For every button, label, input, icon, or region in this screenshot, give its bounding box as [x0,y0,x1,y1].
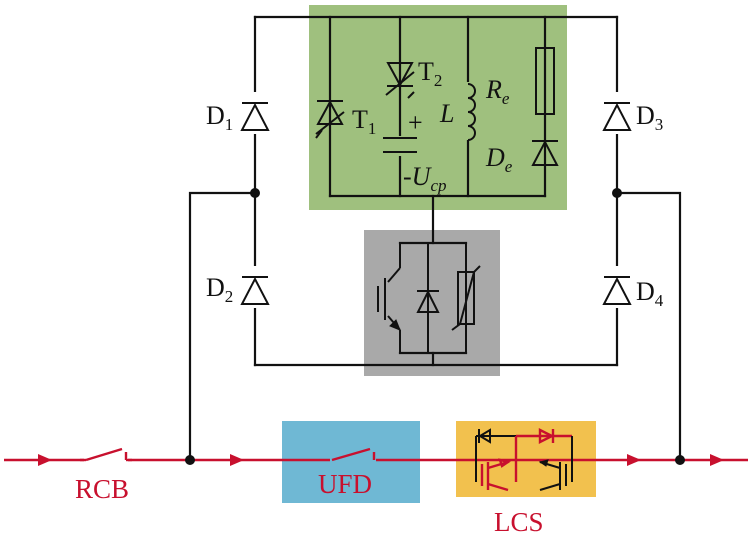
lcs-label: LCS [494,507,544,534]
ufd-switch [330,446,376,464]
thyristor-t1 [315,99,345,139]
d4-label: D4 [636,277,664,310]
d3-label: D3 [636,101,663,134]
diode-d1 [240,92,270,134]
diode-d4 [602,266,632,308]
d1-label: D1 [206,101,233,134]
green-panel [309,5,567,210]
resistor-re [535,47,555,115]
lcs-module [475,428,573,492]
gray-panel [364,230,500,376]
inductor [462,82,478,141]
t2-label: T2 [418,57,442,90]
capacitor [383,136,417,156]
t1-label: T1 [352,105,376,138]
d2-label: D2 [206,273,233,306]
l-label: L [439,99,454,128]
de-label: De [485,143,513,176]
gray-module [377,241,481,367]
diode-d2 [240,266,270,308]
rcb-switch [80,446,132,464]
ufd-label: UFD [318,469,372,499]
plus-sign: + [408,108,423,137]
re-label: Re [485,75,510,108]
rcb-label: RCB [75,474,129,504]
diode-d3 [602,92,632,134]
thyristor-t2 [385,62,415,99]
diode-de [531,139,559,166]
ucp-label: -Ucp [403,162,447,195]
green-module-wiring [328,15,547,245]
